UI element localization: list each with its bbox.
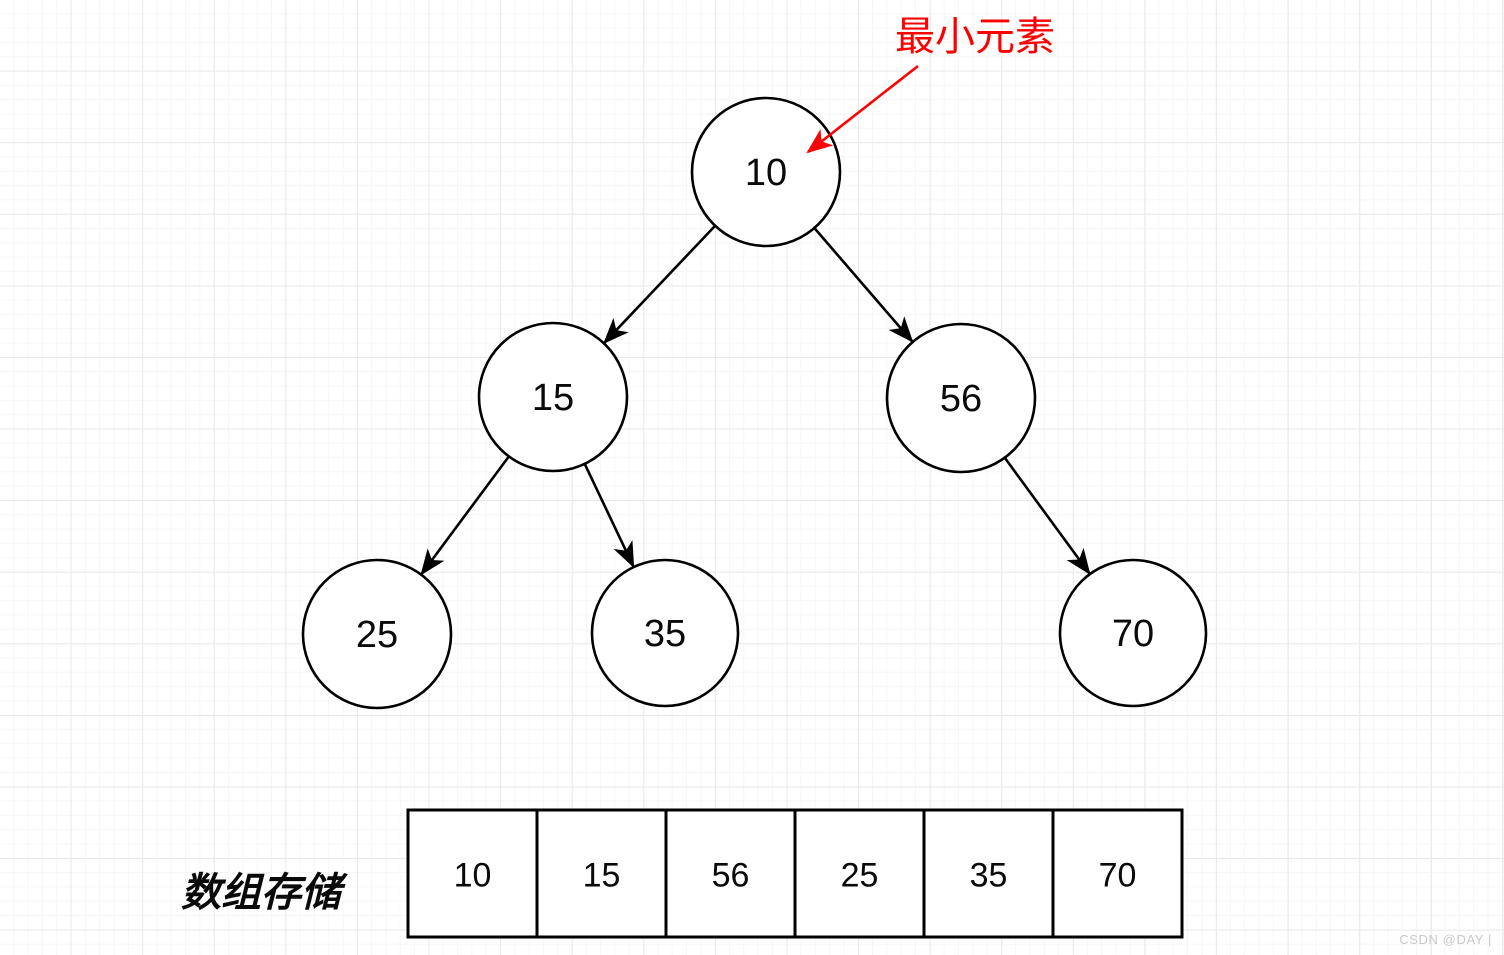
node-label-56: 56 bbox=[940, 378, 982, 420]
node-circle-35 bbox=[590, 558, 740, 708]
array-cell-value-3: 25 bbox=[841, 857, 879, 895]
node-circle-10 bbox=[690, 96, 842, 248]
node-label-15: 15 bbox=[532, 377, 574, 419]
min-element-callout-arrow bbox=[806, 64, 919, 154]
min-element-callout-label: 最小元素 bbox=[895, 15, 1055, 59]
array-cells: 10 15 56 25 35 70 bbox=[406, 808, 1184, 939]
array-cell[interactable]: 25 bbox=[793, 808, 926, 939]
tree-node-15[interactable]: 15 bbox=[477, 321, 629, 473]
node-circle-15 bbox=[477, 321, 629, 473]
node-label-25: 25 bbox=[356, 614, 398, 656]
tree-edge-10-to-15 bbox=[603, 225, 716, 345]
tree-edges bbox=[420, 225, 1091, 576]
array-storage-caption: 数组存储 bbox=[181, 870, 341, 915]
array-cell[interactable]: 35 bbox=[922, 808, 1055, 939]
watermark-text: CSDN @DAY | bbox=[1399, 932, 1492, 947]
array-cell[interactable]: 56 bbox=[664, 808, 797, 939]
array-cell[interactable]: 10 bbox=[406, 808, 539, 939]
node-label-35: 35 bbox=[644, 613, 686, 655]
array-cell[interactable]: 70 bbox=[1051, 808, 1184, 939]
node-circle-25 bbox=[301, 558, 453, 710]
node-circle-70 bbox=[1058, 558, 1208, 708]
array-cell-value-0: 10 bbox=[454, 857, 492, 895]
tree-edge-10-to-56 bbox=[814, 227, 914, 343]
array-cell-box-4 bbox=[922, 808, 1055, 939]
tree-node-25[interactable]: 25 bbox=[301, 558, 453, 710]
node-label-70: 70 bbox=[1112, 613, 1154, 655]
array-cell-value-1: 15 bbox=[583, 857, 621, 895]
array-cell-box-3 bbox=[793, 808, 926, 939]
node-circle-56 bbox=[885, 322, 1037, 474]
node-label-10: 10 bbox=[745, 152, 787, 194]
array-cell-box-0 bbox=[406, 808, 539, 939]
array-cell[interactable]: 15 bbox=[535, 808, 668, 939]
tree-edge-15-to-35 bbox=[583, 464, 635, 569]
array-cell-value-4: 35 bbox=[970, 857, 1008, 895]
array-cell-box-5 bbox=[1051, 808, 1184, 939]
tree-node-56[interactable]: 56 bbox=[885, 322, 1037, 474]
tree-node-35[interactable]: 35 bbox=[590, 558, 740, 708]
tree-edge-15-to-25 bbox=[420, 456, 510, 576]
array-cell-box-1 bbox=[535, 808, 668, 939]
array-cell-value-5: 70 bbox=[1099, 857, 1137, 895]
tree-nodes: 10 15 56 25 35 70 bbox=[301, 96, 1208, 710]
tree-node-10[interactable]: 10 bbox=[690, 96, 842, 248]
tree-edge-56-to-70 bbox=[1004, 457, 1091, 575]
array-cell-box-2 bbox=[664, 808, 797, 939]
array-cell-value-2: 56 bbox=[712, 857, 750, 895]
tree-node-70[interactable]: 70 bbox=[1058, 558, 1208, 708]
